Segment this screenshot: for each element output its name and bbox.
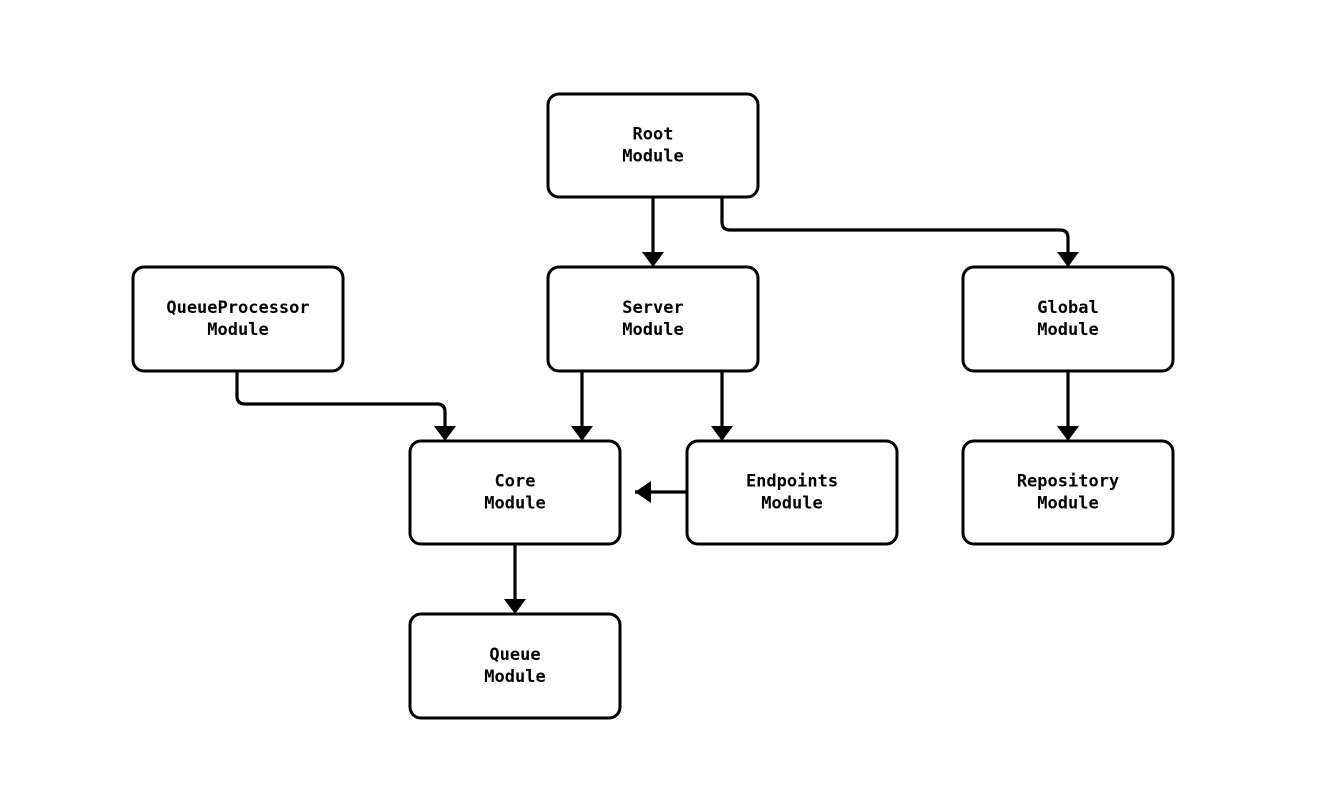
node-label-line1: Endpoints — [746, 472, 838, 492]
arrowhead-icon — [711, 426, 733, 441]
edge-root-to-server — [642, 197, 664, 267]
node-label-line2: Module — [484, 494, 545, 514]
node-label-line1: Global — [1037, 298, 1098, 318]
edge-core-to-queue — [504, 544, 526, 614]
node-box[interactable] — [961, 439, 1175, 546]
edge-line — [235, 371, 447, 426]
node-label-line2: Module — [207, 320, 268, 340]
edge-server-to-core — [571, 371, 593, 441]
arrowhead-icon — [504, 599, 526, 614]
node-box[interactable] — [546, 92, 760, 199]
node-label-line2: Module — [1037, 320, 1098, 340]
arrowhead-icon — [1057, 252, 1079, 267]
node-box[interactable] — [546, 265, 760, 373]
node-label-line2: Module — [622, 147, 683, 167]
edges-layer — [235, 197, 1079, 614]
node-box[interactable] — [408, 439, 622, 546]
node-box[interactable] — [131, 265, 345, 373]
arrowhead-icon — [635, 481, 651, 503]
edge-server-to-endpoints — [711, 371, 733, 441]
arrowhead-icon — [571, 426, 593, 441]
node-box[interactable] — [961, 265, 1175, 373]
edge-queueprocessor-to-core — [235, 371, 456, 441]
node-label-line1: Queue — [489, 645, 540, 665]
node-label-line2: Module — [622, 320, 683, 340]
node-label-line1: QueueProcessor — [166, 298, 309, 318]
edge-line — [720, 197, 1070, 252]
edge-root-to-global — [720, 197, 1079, 267]
node-label-line1: Core — [495, 472, 536, 492]
node-label-line2: Module — [1037, 494, 1098, 514]
node-box[interactable] — [408, 612, 622, 720]
edge-global-to-repository — [1057, 371, 1079, 441]
node-label-line2: Module — [484, 667, 545, 687]
arrowhead-icon — [434, 426, 456, 441]
node-label-line2: Module — [761, 494, 822, 514]
node-label-line1: Repository — [1017, 472, 1119, 492]
arrowhead-icon — [1057, 426, 1079, 441]
node-box[interactable] — [685, 439, 899, 546]
node-label-line1: Root — [633, 125, 674, 145]
edge-endpoints-to-core — [635, 481, 687, 503]
node-label-line1: Server — [622, 298, 683, 318]
arrowhead-icon — [642, 252, 664, 267]
